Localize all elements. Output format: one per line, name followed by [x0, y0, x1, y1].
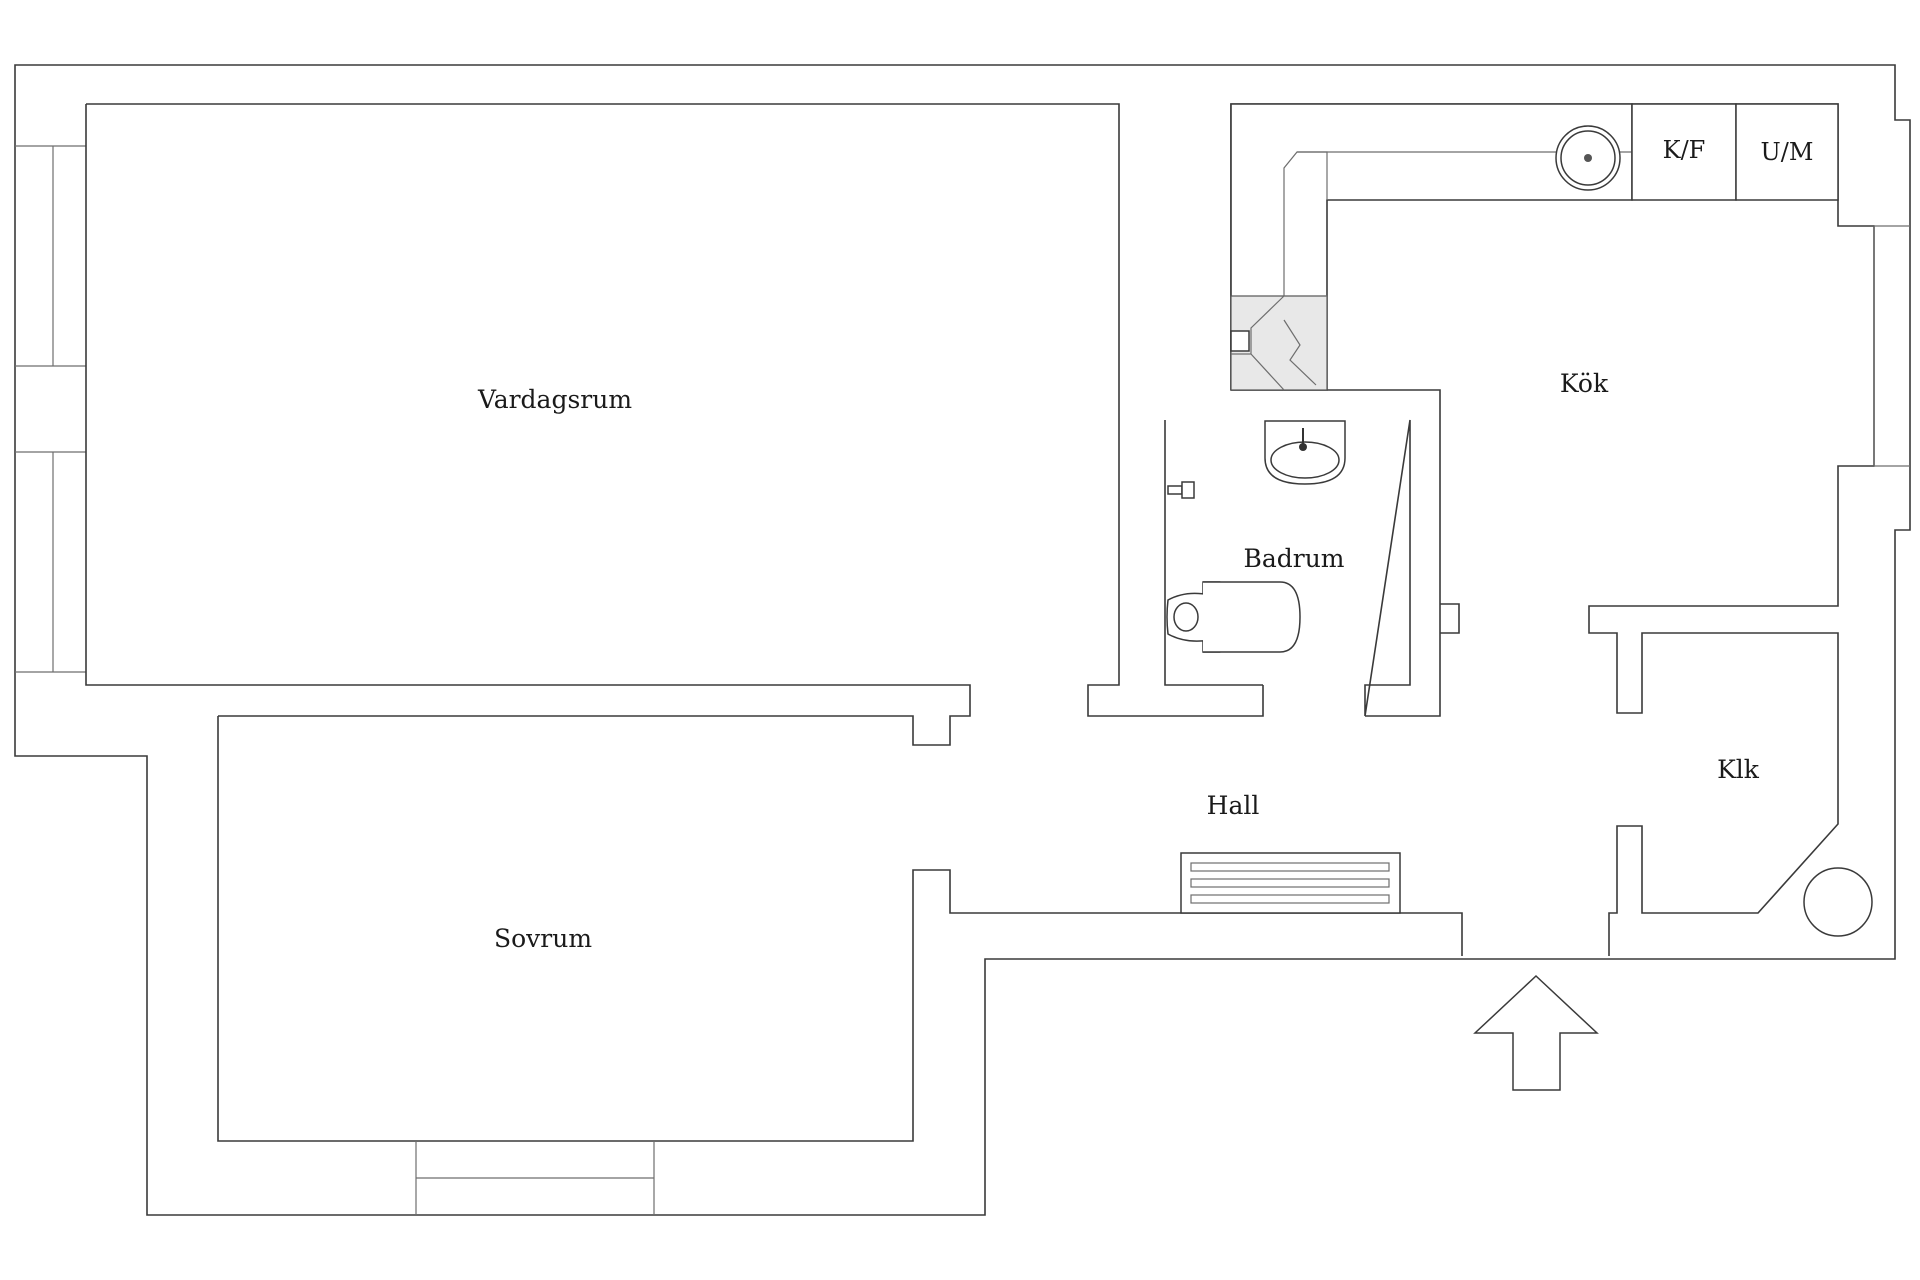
water-heater-icon	[1803, 867, 1873, 937]
fridge-freezer-label: K/F	[1663, 136, 1706, 164]
window-kitchen-right	[1873, 225, 1910, 467]
label-hall: Hall	[1207, 791, 1260, 820]
appliance-fridge-freezer: K/F	[1631, 103, 1737, 201]
room-sovrum	[217, 716, 1463, 1142]
wall-bath-right	[1231, 389, 1460, 717]
toilet-icon	[1166, 581, 1301, 653]
room-badrum	[1164, 419, 1411, 717]
appliance-dishwasher: U/M	[1735, 103, 1839, 201]
room-kok	[1230, 103, 1875, 956]
paper-holder-icon	[1167, 481, 1195, 499]
wall-living-bottom	[85, 104, 971, 746]
stove-icon	[1230, 295, 1328, 391]
entrance-arrow-icon	[1473, 974, 1599, 1091]
kitchen-sink-icon	[1555, 125, 1621, 191]
label-klk: Klk	[1717, 755, 1760, 784]
window-living-left	[15, 145, 86, 673]
radiator-icon	[1180, 852, 1401, 914]
room-vardagsrum	[86, 103, 1264, 717]
label-sovrum: Sovrum	[494, 924, 592, 953]
outer-wall	[14, 64, 1911, 1216]
label-kok: Kök	[1560, 369, 1609, 398]
sink-icon	[1264, 420, 1346, 485]
window-bedroom-bottom	[415, 1141, 655, 1215]
label-vardagsrum: Vardagsrum	[477, 385, 632, 414]
dishwasher-label: U/M	[1761, 138, 1814, 166]
label-badrum: Badrum	[1243, 544, 1344, 573]
